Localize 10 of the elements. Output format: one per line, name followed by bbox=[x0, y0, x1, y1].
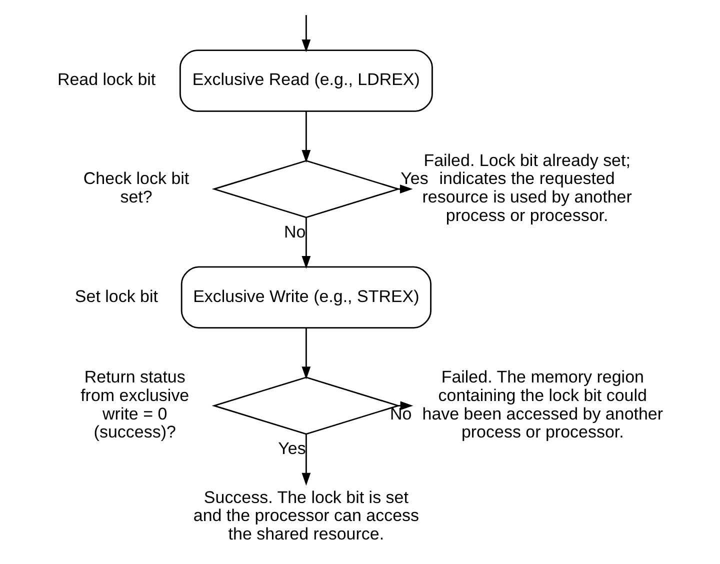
node-text: Failed. The memory region containing the lock bit could have been accessed by another process or processor. bbox=[422, 367, 664, 442]
node-label: Read lock bit bbox=[57, 70, 156, 90]
edge-label: Yes bbox=[400, 169, 428, 188]
node-text: Success. The lock bit is set and the processor can access the shared resource. bbox=[193, 488, 420, 544]
node-label: Set lock bit bbox=[74, 286, 158, 306]
edge-label: No bbox=[390, 404, 412, 424]
node-label: Return status from exclusive write = 0 (success)? bbox=[80, 367, 190, 442]
node-label: Check lock bit set? bbox=[83, 169, 190, 207]
edge-label: Yes bbox=[278, 439, 306, 458]
edge-label: No bbox=[284, 222, 306, 242]
